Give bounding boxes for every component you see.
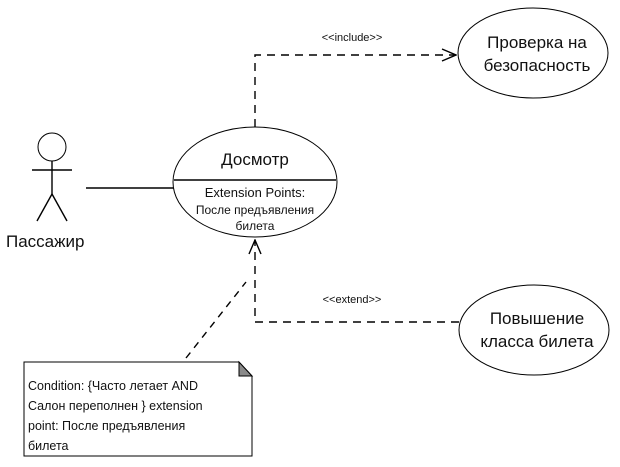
security-check-line-1: Проверка на (487, 33, 587, 52)
note-line-2: Салон переполнен } extension (28, 399, 203, 413)
actor-left-leg (36, 193, 53, 222)
extend-label: <<extend>> (323, 294, 382, 306)
extension-points-title: Extension Points: (205, 185, 305, 200)
actor-label: Пассажир (6, 232, 84, 251)
extend-relationship[interactable]: <<extend>> (255, 240, 459, 323)
note-line-3: point: После предъявления (28, 419, 185, 433)
use-case-security-check[interactable]: Проверка на безопасность (457, 7, 609, 99)
include-arrow (254, 55, 456, 127)
actor-head (37, 132, 67, 162)
use-case-inspection[interactable]: Досмотр Extension Points: После предъявл… (172, 126, 338, 238)
class-upgrade-line-2: класса билета (480, 332, 594, 351)
use-case-class-upgrade[interactable]: Повышение класса билета (458, 284, 610, 376)
note-folded-corner (238, 360, 254, 377)
security-check-line-2: безопасность (484, 56, 591, 75)
note-line-1: Condition: {Часто летает AND (28, 379, 198, 393)
extend-arrow (255, 240, 459, 323)
actor-right-leg (51, 193, 68, 222)
class-upgrade-line-1: Повышение (490, 309, 584, 328)
actor-passenger[interactable]: Пассажир (6, 132, 84, 251)
use-case-inspection-title: Досмотр (221, 150, 289, 169)
note-anchor-line (185, 281, 247, 359)
extension-point-line-1: После предъявления (196, 203, 314, 217)
include-relationship[interactable]: <<include>> (254, 32, 456, 127)
include-label: <<include>> (322, 32, 383, 44)
extension-point-line-2: билета (236, 219, 275, 233)
note-line-4: билета (28, 439, 69, 453)
condition-note[interactable]: Condition: {Часто летает AND Салон переп… (23, 360, 254, 457)
